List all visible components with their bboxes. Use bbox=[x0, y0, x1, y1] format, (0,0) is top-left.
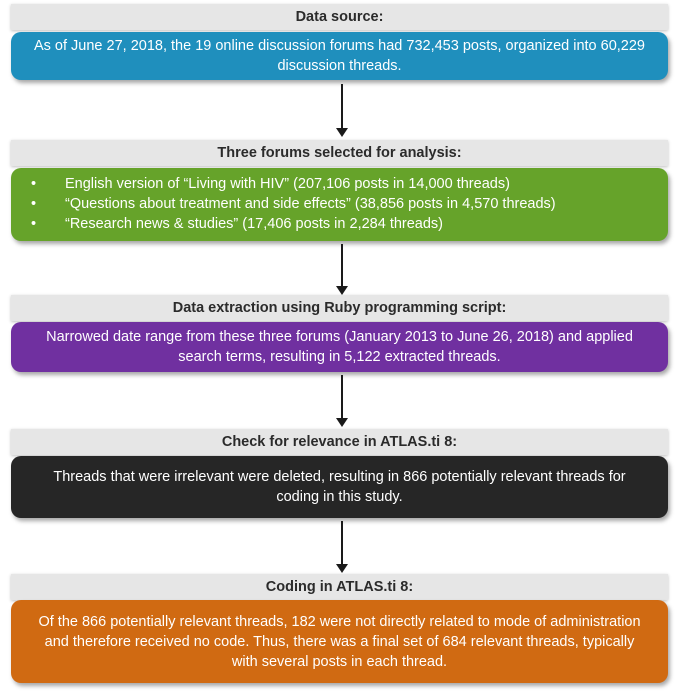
step-5-text: Of the 866 potentially relevant threads,… bbox=[38, 613, 641, 670]
arrow-3-line bbox=[341, 375, 343, 418]
step-1-box: As of June 27, 2018, the 19 online discu… bbox=[11, 32, 668, 80]
step-5-header: Coding in ATLAS.ti 8: bbox=[11, 574, 668, 600]
step-4-box: Threads that were irrelevant were delete… bbox=[11, 456, 668, 518]
arrow-4-head bbox=[336, 564, 348, 573]
arrow-2-head bbox=[336, 286, 348, 295]
arrow-1-head bbox=[336, 128, 348, 137]
step-1-header: Data source: bbox=[11, 4, 668, 30]
step-4-text: Threads that were irrelevant were delete… bbox=[53, 469, 626, 505]
step-2-box: • English version of “Living with HIV” (… bbox=[11, 168, 668, 241]
arrow-1-line bbox=[341, 84, 343, 128]
forum-list: • English version of “Living with HIV” (… bbox=[27, 174, 652, 234]
forum-list-item: • “Questions about treatment and side ef… bbox=[27, 194, 652, 214]
step-1-text: As of June 27, 2018, the 19 online discu… bbox=[33, 38, 646, 74]
step-3-box: Narrowed date range from these three for… bbox=[11, 322, 668, 372]
step-3-text: Narrowed date range from these three for… bbox=[46, 329, 633, 365]
forum-item-text: “Research news & studies” (17,406 posts … bbox=[65, 216, 444, 232]
forum-list-item: • English version of “Living with HIV” (… bbox=[27, 174, 652, 194]
forum-item-text: “Questions about treatment and side effe… bbox=[65, 196, 556, 212]
step-5-box: Of the 866 potentially relevant threads,… bbox=[11, 600, 668, 683]
bullet-icon: • bbox=[31, 216, 37, 232]
arrow-2-line bbox=[341, 244, 343, 286]
arrow-4-line bbox=[341, 521, 343, 564]
step-3-header: Data extraction using Ruby programming s… bbox=[11, 295, 668, 321]
forum-item-text: English version of “Living with HIV” (20… bbox=[65, 176, 510, 192]
step-2-header: Three forums selected for analysis: bbox=[11, 140, 668, 166]
forum-list-item: • “Research news & studies” (17,406 post… bbox=[27, 214, 652, 234]
arrow-3-head bbox=[336, 418, 348, 427]
step-4-header: Check for relevance in ATLAS.ti 8: bbox=[11, 429, 668, 455]
bullet-icon: • bbox=[31, 196, 37, 212]
bullet-icon: • bbox=[31, 176, 37, 192]
